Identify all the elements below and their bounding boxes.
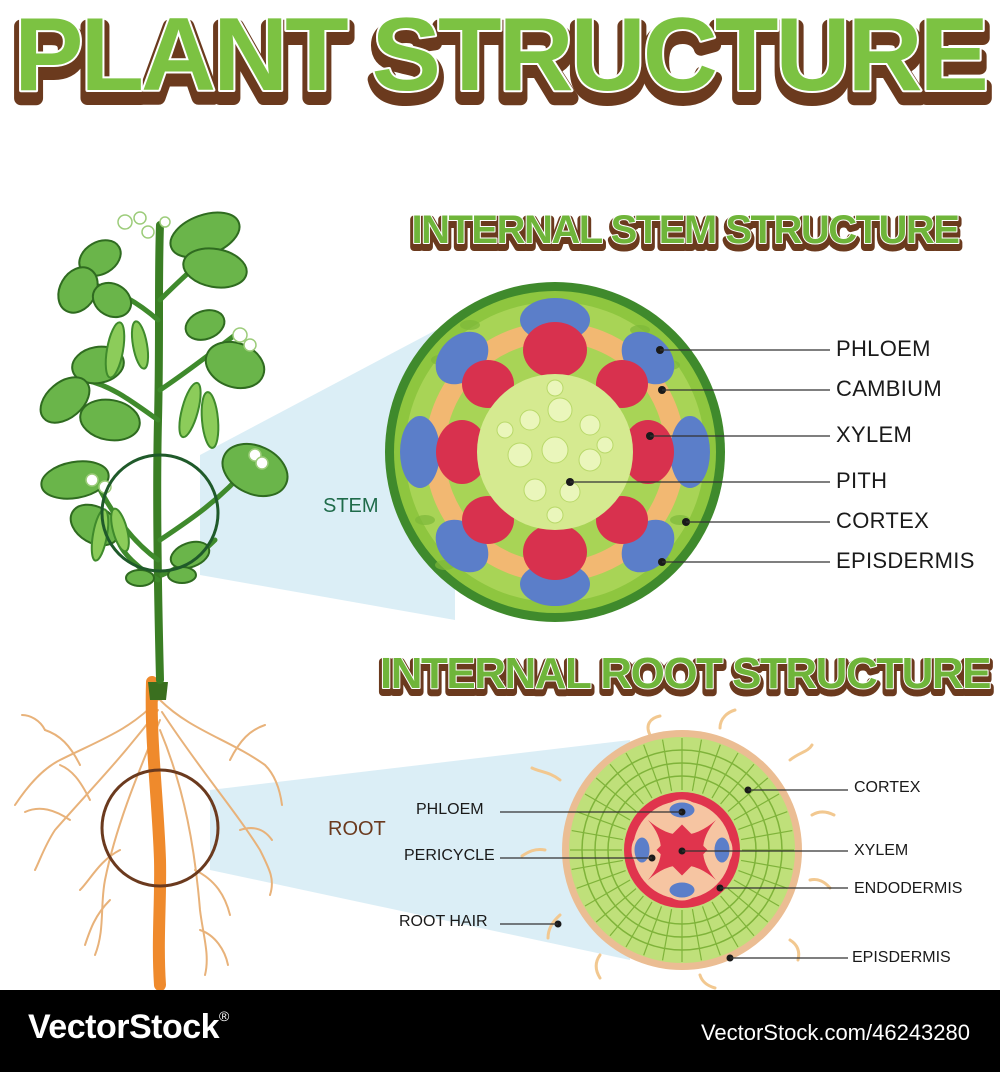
root-cell-wall (740, 829, 793, 841)
root-cell-wall (701, 906, 721, 956)
root-cell-wall (625, 901, 653, 948)
root-cell-wall (711, 752, 739, 799)
root-cell-wall (643, 744, 663, 794)
flowers (85, 211, 269, 494)
stem-heading-shadow: INTERNAL STEM STRUCTURE (412, 212, 960, 256)
diagram-canvas: PLANT STRUCTURE PLANT STRUCTURE INTERNAL… (7, 0, 996, 990)
main-title: PLANT STRUCTURE (14, 0, 986, 113)
stem-heading: INTERNAL STEM STRUCTURE (412, 208, 960, 252)
root-cell-wall (625, 752, 653, 799)
root-cell-wall (691, 908, 703, 961)
root-cell-wall (571, 829, 624, 841)
stem-label-xylem: XYLEM (836, 422, 913, 447)
stem-label-cortex: CORTEX (836, 508, 930, 533)
fibrous-roots (14, 699, 283, 976)
root-heading-art: INTERNAL ROOT STRUCTURE INTERNAL ROOT ST… (376, 648, 996, 706)
root-cell-wall (595, 888, 637, 923)
footer-brand: VectorStock® (28, 1008, 229, 1047)
root-cell-wall (571, 859, 624, 871)
root-cell-wall (576, 811, 626, 831)
taproot (145, 676, 167, 990)
root-label-phloem: PHLOEM (416, 801, 484, 818)
root-cell-wall (584, 879, 631, 907)
main-title-shadow: PLANT STRUCTURE (14, 5, 986, 121)
root-cell-wall (609, 895, 644, 937)
root-label-xylem: XYLEM (854, 842, 909, 859)
root-label-epidermis: EPISDERMIS (852, 949, 951, 966)
root-cell-wall (727, 888, 769, 923)
root-label-cortex: CORTEX (854, 779, 921, 796)
footer-brand-name: VectorStock (28, 1008, 220, 1046)
vascular-bundles (400, 298, 710, 606)
root-cell-wall (576, 869, 626, 889)
root-cross-section (500, 708, 848, 990)
footer-url: VectorStock.com/46243280 (700, 1020, 970, 1045)
footer-bar: VectorStock® VectorStock.com/46243280 (0, 990, 1000, 1072)
root-label-endodermis: ENDODERMIS (854, 880, 963, 897)
main-stem (153, 221, 164, 684)
root-heading-shadow: INTERNAL ROOT STRUCTURE (380, 653, 990, 702)
footer-registered-mark: ® (219, 1008, 229, 1024)
stem-label-cambium: CAMBIUM (836, 376, 942, 401)
root-cell-wall (584, 793, 631, 821)
root-label-root-hair: ROOT HAIR (399, 913, 488, 930)
root-magnifier-circle (100, 768, 220, 888)
root-cell-wall (661, 739, 673, 792)
stem-label-phloem: PHLOEM (836, 336, 931, 361)
stem-label-pith: PITH (836, 468, 888, 493)
root-label-pericycle: PERICYCLE (404, 847, 495, 864)
root-cell-wall (720, 895, 755, 937)
root-cell-wall (711, 901, 739, 948)
stem-callout-beam (200, 320, 455, 620)
root-cell-wall (595, 777, 637, 812)
stem-heading-art: INTERNAL STEM STRUCTURE INTERNAL STEM ST… (408, 207, 965, 260)
root-heading: INTERNAL ROOT STRUCTURE (380, 649, 990, 698)
root-cell-wall (740, 859, 793, 871)
stem-label-epidermis: EPISDERMIS (836, 548, 975, 573)
stem-magnifier-circle (100, 453, 220, 573)
root-cell-wall (643, 906, 663, 956)
root-tag: ROOT (328, 818, 386, 840)
plant-illustration (14, 211, 289, 990)
root-cell-wall (738, 869, 788, 889)
main-title-art: PLANT STRUCTURE PLANT STRUCTURE (7, 0, 996, 128)
root-cell-wall (733, 879, 780, 907)
root-cell-wall (727, 777, 769, 812)
root-cell-wall (738, 811, 788, 831)
root-cell-wall (733, 793, 780, 821)
root-hairs (520, 708, 836, 990)
root-cell-wall (661, 908, 673, 961)
root-cell-wall (720, 763, 755, 805)
root-cell-wall (609, 763, 644, 805)
root-cell-wall (701, 744, 721, 794)
root-cell-wall (691, 739, 703, 792)
stem-cross-section (385, 282, 830, 622)
stem-tag: STEM (323, 495, 379, 517)
root-callout-beam (210, 740, 630, 960)
